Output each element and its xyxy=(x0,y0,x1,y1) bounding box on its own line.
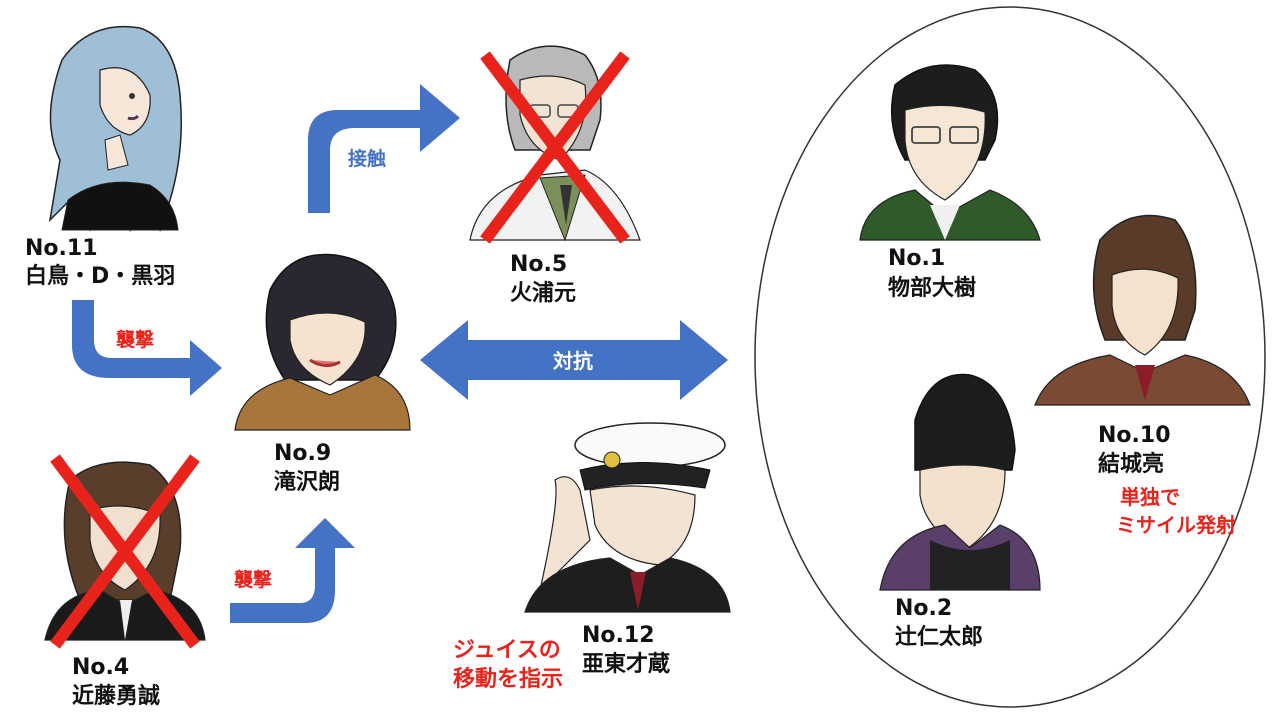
attack-arrow-no4 xyxy=(230,518,355,623)
no2-number: No.2 xyxy=(895,596,953,621)
no4-cross-mark xyxy=(50,454,200,649)
oppose-arrow xyxy=(420,320,728,400)
no10-note-line1: 単独で xyxy=(1120,485,1180,509)
group-ellipse xyxy=(754,6,1266,708)
no10-name: 結城亮 xyxy=(1098,452,1165,477)
no1-name: 物部大樹 xyxy=(888,276,977,301)
oppose-arrow-label: 対抗 xyxy=(553,349,593,373)
no12-note-line2: 移動を指示 xyxy=(453,667,564,692)
no11-portrait xyxy=(48,25,182,232)
no12-portrait xyxy=(524,422,731,613)
no9-name: 滝沢朗 xyxy=(274,470,341,495)
no11-number: No.11 xyxy=(25,236,98,261)
no2-name: 辻仁太郎 xyxy=(895,625,984,650)
attack-arrow-no11-label: 襲撃 xyxy=(116,329,155,351)
no1-number: No.1 xyxy=(888,246,946,271)
no4-name: 近藤勇誠 xyxy=(72,684,161,709)
no10-number: No.10 xyxy=(1098,423,1171,448)
no5-name: 火浦元 xyxy=(510,281,577,306)
no9-portrait xyxy=(234,253,411,431)
no4-number: No.4 xyxy=(72,655,130,680)
no2-portrait xyxy=(879,373,1041,591)
no12-number: No.12 xyxy=(582,623,655,648)
no1-portrait xyxy=(859,64,1041,241)
attack-arrow-no4-label: 襲撃 xyxy=(234,569,273,591)
no12-name: 亜東才蔵 xyxy=(582,652,671,677)
no5-cross-mark xyxy=(480,51,630,244)
no12-note-line1: ジュイスの xyxy=(453,638,561,663)
contact-arrow xyxy=(308,84,460,213)
no9-number: No.9 xyxy=(274,441,332,466)
no10-portrait xyxy=(1034,214,1251,406)
no10-note-line2: ミサイル発射 xyxy=(1116,513,1236,537)
contact-arrow-label: 接触 xyxy=(348,148,387,170)
attack-arrow-no11 xyxy=(72,300,222,396)
no11-name: 白鳥・D・黒羽 xyxy=(25,264,176,289)
no5-number: No.5 xyxy=(510,252,568,277)
